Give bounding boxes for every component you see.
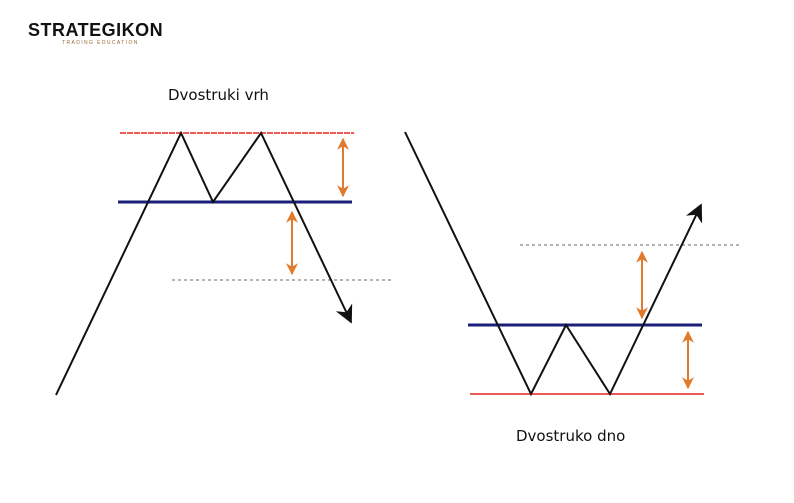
brand-tagline: TRADING EDUCATION <box>62 40 139 46</box>
double-top-label: Dvostruki vrh <box>168 86 269 104</box>
brand-logo: STRATEGIKON TRADING EDUCATION <box>28 20 178 47</box>
double-bottom-label: Dvostruko dno <box>516 427 626 445</box>
price-path <box>55 130 353 396</box>
brand-name: STRATEGIKON <box>28 20 164 40</box>
double-top-group <box>55 130 392 396</box>
double-bottom-group <box>404 131 742 397</box>
price-path <box>404 131 703 397</box>
